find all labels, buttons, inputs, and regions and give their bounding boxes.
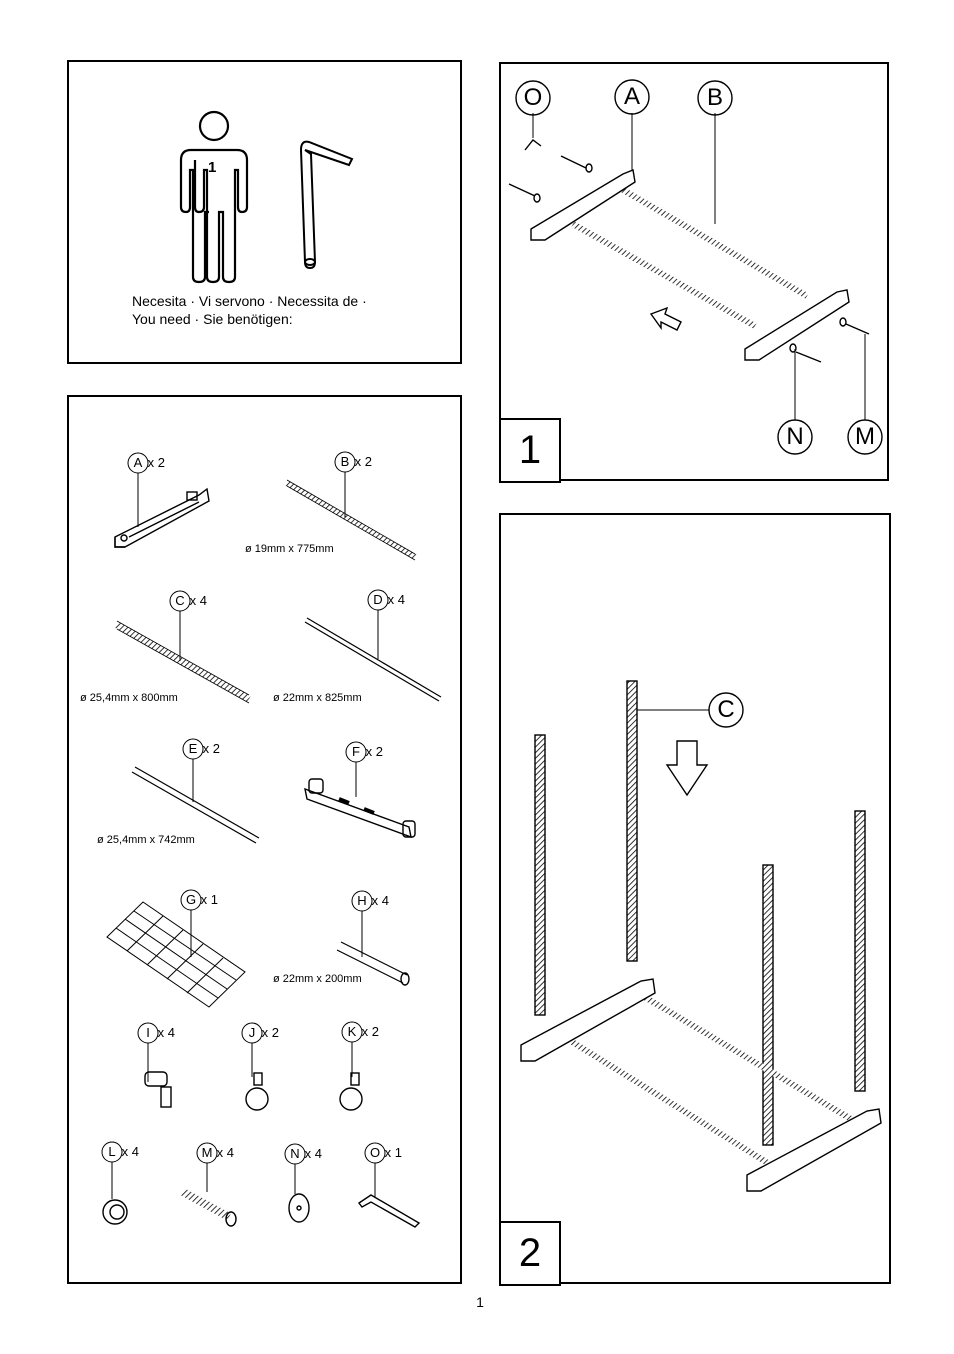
you-need-panel: 1 Necesita · Vi servono · Necessita de ·… bbox=[67, 60, 462, 364]
person-and-tool-illustration bbox=[179, 110, 354, 284]
step-1-callout-n: N bbox=[786, 423, 804, 450]
part-h-dimensions: ø 22mm x 200mm bbox=[273, 973, 362, 985]
step-2-number: 2 bbox=[499, 1221, 561, 1286]
step-1-callout-a: A bbox=[623, 83, 640, 110]
part-f-label: F x 2 bbox=[352, 744, 383, 759]
part-k-label: K x 2 bbox=[347, 1024, 379, 1039]
you-need-text: Necesita · Vi servono · Necessita de · Y… bbox=[132, 292, 432, 328]
allen-key-icon bbox=[299, 140, 354, 270]
step-1-panel: O A B N M 1 bbox=[499, 62, 889, 483]
step-1-callout-m: M bbox=[855, 423, 875, 450]
page-number: 1 bbox=[476, 1294, 484, 1310]
step-1-number: 1 bbox=[499, 418, 561, 483]
part-b-label: B x 2 bbox=[340, 454, 372, 469]
part-o-label: O x 1 bbox=[369, 1145, 402, 1160]
step-1-callout-b: B bbox=[706, 84, 723, 111]
step-2-panel: C 2 bbox=[499, 513, 891, 1286]
parts-list-panel: A x 2 B x 2 ø 19mm x 775mm C x 4 ø 25,4m… bbox=[67, 395, 462, 1284]
step-2-callout-c: C bbox=[717, 696, 735, 723]
part-g-label: G x 1 bbox=[185, 892, 218, 907]
part-j-label: J x 2 bbox=[248, 1025, 279, 1040]
person-count: 1 bbox=[208, 159, 217, 176]
you-need-line-2: You need · Sie benötigen: bbox=[132, 311, 293, 327]
part-i-label: I x 4 bbox=[146, 1025, 175, 1040]
part-c-dimensions: ø 25,4mm x 800mm bbox=[80, 692, 178, 704]
part-l-label: L x 4 bbox=[108, 1144, 139, 1159]
part-f-drawing bbox=[304, 778, 416, 839]
part-g-drawing bbox=[106, 901, 246, 1008]
part-m-label: M x 4 bbox=[201, 1145, 234, 1160]
part-h-label: H x 4 bbox=[357, 893, 389, 908]
step-1-callout-o: O bbox=[523, 84, 543, 111]
part-a-label: A x 2 bbox=[133, 455, 165, 470]
part-c-label: C x 4 bbox=[175, 593, 207, 608]
part-d-dimensions: ø 22mm x 825mm bbox=[273, 692, 362, 704]
step-2-illustration bbox=[520, 680, 882, 1192]
step-1-illustration bbox=[508, 79, 883, 455]
parts-callouts bbox=[101, 451, 389, 1199]
part-n-label: N x 4 bbox=[290, 1146, 322, 1161]
part-e-label: E x 2 bbox=[188, 741, 220, 756]
part-a-drawing bbox=[114, 487, 210, 548]
part-b-dimensions: ø 19mm x 775mm bbox=[245, 543, 334, 555]
part-e-dimensions: ø 25,4mm x 742mm bbox=[97, 834, 195, 846]
you-need-line-1: Necesita · Vi servono · Necessita de · bbox=[132, 293, 367, 309]
person-icon bbox=[179, 110, 249, 284]
part-d-label: D x 4 bbox=[373, 592, 405, 607]
part-i-drawing bbox=[144, 1071, 172, 1108]
parts-illustrations bbox=[101, 451, 442, 1228]
